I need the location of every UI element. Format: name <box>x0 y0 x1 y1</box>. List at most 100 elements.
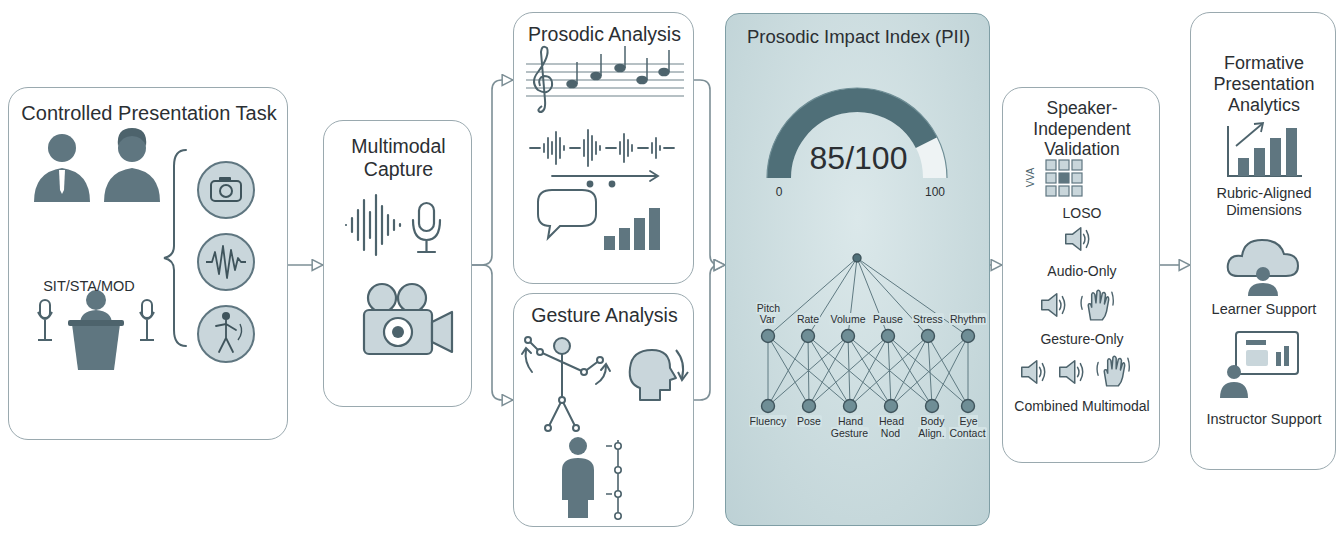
body-alignment-part <box>569 437 587 455</box>
feature-network-part <box>888 336 891 406</box>
head-nod <box>630 350 688 400</box>
podium-speaker-part <box>40 300 50 318</box>
input-stage-box: Controlled Presentation TaskSIT/STA/MOD <box>8 87 288 440</box>
feature-network-part <box>768 336 848 406</box>
feature-network-part <box>808 336 891 406</box>
feature-network-part <box>928 336 968 406</box>
gesture-only-icon <box>1042 290 1114 320</box>
item-text: Audio-Only <box>1011 263 1153 280</box>
pii-gauge <box>767 88 947 178</box>
podium-speaker-part <box>72 324 120 370</box>
speech-bubble-bars-part <box>538 190 596 238</box>
item-text: Rubric-Aligned Dimensions <box>1197 185 1331 219</box>
rubric-chart <box>1228 123 1302 176</box>
gesture-only-icon-part <box>1081 290 1113 320</box>
combined-icon-part <box>1097 356 1129 386</box>
sensor-circles-part <box>198 306 254 362</box>
music-staff-part-part <box>591 72 601 79</box>
feature-network-nodes-part <box>922 330 935 343</box>
heading-text: Prosodic Impact Index (PII) <box>731 26 986 48</box>
speech-bubble-bars <box>538 190 660 250</box>
video-camera-part <box>384 318 412 346</box>
music-staff-part <box>567 46 669 88</box>
pose-skeleton-part <box>528 340 600 428</box>
feature-network <box>768 258 968 406</box>
rubric-chart-part <box>1286 128 1297 176</box>
feature-network-nodes-part <box>762 400 775 413</box>
pose-skeleton-part <box>601 364 610 371</box>
gauge-scale-label: 100 <box>920 186 950 199</box>
podium-speaker-part <box>80 310 112 324</box>
gesture-only-icon-part <box>1042 294 1065 317</box>
pose-skeleton-part-part <box>525 337 531 343</box>
audio-waveform-mic <box>346 195 440 255</box>
presenter-people-part <box>34 168 90 202</box>
pitch-waveform-part <box>530 130 674 166</box>
video-camera-part <box>432 312 452 352</box>
instructor-screen <box>1220 332 1298 398</box>
feature-label: Pause <box>868 314 908 326</box>
learner-cloud <box>1228 240 1298 296</box>
analytics-box: Formative Presentation AnalyticsRubric-A… <box>1190 12 1336 470</box>
learner-cloud-part <box>1248 283 1278 296</box>
heading-text: Gesture Analysis <box>519 304 690 327</box>
body-alignment-part-part <box>615 467 621 473</box>
instructor-screen-part <box>1276 352 1281 366</box>
feature-network-part <box>848 336 932 406</box>
feature-network-nodes-part <box>926 400 939 413</box>
video-camera-part <box>364 310 432 354</box>
video-camera-part <box>368 284 396 312</box>
feature-network-nodes-part <box>962 330 975 343</box>
feature-network-part <box>768 336 850 406</box>
loso-grid-part <box>1046 186 1056 196</box>
flow-arrow <box>288 264 323 266</box>
feature-network-nodes-part <box>853 254 861 262</box>
head-nod-part <box>678 372 688 380</box>
capture-stage-box: Multimodal Capture <box>323 120 472 407</box>
pose-skeleton-part <box>596 366 606 384</box>
capture-bracket-part <box>164 150 186 346</box>
body-alignment-part-part <box>615 491 621 497</box>
loso-grid <box>1046 160 1082 196</box>
feature-label: Hand Gesture <box>830 416 870 439</box>
analysis-box: Gesture Analysis <box>513 293 694 527</box>
flow-arrow <box>472 80 513 265</box>
feature-network-nodes-part <box>842 330 855 343</box>
feature-network-part <box>809 336 848 406</box>
rubric-chart-part <box>1254 123 1263 132</box>
pii-gauge-part <box>779 100 935 178</box>
feature-network-nodes-part <box>962 400 975 413</box>
item-text: LOSO <box>1023 205 1141 222</box>
pitch-waveform-part <box>588 182 593 187</box>
analysis-box: Prosodic Analysis <box>513 12 694 284</box>
feature-network-part <box>768 336 809 406</box>
pitch-waveform <box>530 130 674 187</box>
feature-label: Pitch Var <box>748 303 788 326</box>
pitch-waveform-part <box>552 175 656 177</box>
instructor-screen-part <box>1236 332 1298 374</box>
instructor-screen-part <box>1284 346 1289 366</box>
pitch-waveform-part <box>610 182 615 187</box>
rubric-chart-part <box>1254 148 1265 176</box>
feature-label: Fluency <box>747 416 789 428</box>
presenter-people-part <box>118 128 146 146</box>
item-text: Gesture-Only <box>1011 331 1153 348</box>
index-panel: Prosodic Impact Index (PII)85/100 <box>725 13 990 526</box>
item-text: Instructor Support <box>1197 411 1331 428</box>
music-staff-part-part <box>567 80 577 87</box>
feature-label: Volume <box>828 314 868 326</box>
heading-text: Multimodal Capture <box>329 135 468 181</box>
sensor-circles-part <box>206 246 246 278</box>
heading-text: Prosodic Analysis <box>519 23 690 46</box>
audio-waveform-mic-part <box>413 220 440 252</box>
loso-grid-part <box>1059 173 1069 183</box>
sensor-circles-part <box>220 185 232 197</box>
sensor-circles-part <box>219 177 231 182</box>
body-alignment <box>562 437 621 520</box>
rubric-chart-part <box>1228 126 1302 176</box>
loso-grid-part <box>1072 186 1082 196</box>
music-staff-part-part <box>624 46 626 68</box>
rubric-chart-part <box>1236 124 1262 146</box>
